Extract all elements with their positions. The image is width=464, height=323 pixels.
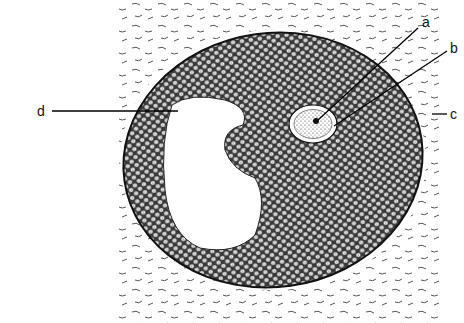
leader-line — [318, 28, 418, 120]
zona-pellucida — [289, 105, 337, 143]
granulosa-layer — [107, 13, 439, 306]
leader-line — [52, 110, 178, 111]
part-letter: c — [449, 106, 458, 122]
leader-line — [432, 113, 447, 114]
leader-line — [334, 51, 447, 126]
antrum — [164, 97, 262, 250]
nucleus — [313, 118, 319, 124]
part-letter: b — [449, 40, 459, 56]
ovum — [294, 110, 332, 139]
part-letter: d — [36, 103, 46, 119]
part-letter: a — [421, 14, 431, 30]
